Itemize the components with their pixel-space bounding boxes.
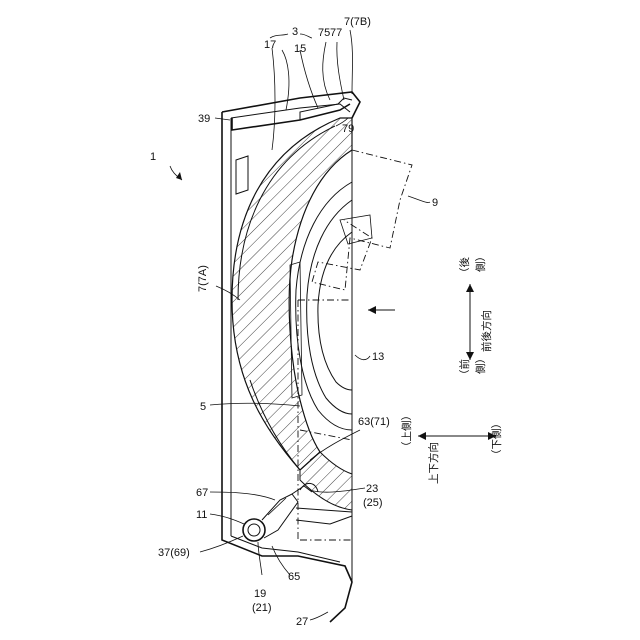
label-9: 9 xyxy=(432,197,438,209)
label-15: 15 xyxy=(294,43,306,55)
label-17: 17 xyxy=(264,39,276,51)
label-7a: 7(7A) xyxy=(197,265,209,292)
label-67: 67 xyxy=(196,487,208,499)
label-27: 27 xyxy=(296,616,308,628)
front-side-label-2: 側） xyxy=(474,353,487,374)
rear-side-label: （後 xyxy=(458,257,471,278)
front-side-label: （前 xyxy=(458,359,471,380)
label-11: 11 xyxy=(196,509,207,521)
label-23: 23 xyxy=(366,483,378,495)
hinge-assembly xyxy=(243,483,318,541)
light-direction-arrow xyxy=(368,306,395,314)
label-77: 77 xyxy=(330,27,342,39)
label-19: 19 xyxy=(254,588,266,600)
rear-side-label-2: 側） xyxy=(474,251,487,272)
label-37: 37(69) xyxy=(158,547,190,559)
label-19-sub: (21) xyxy=(252,602,272,614)
up-down-axis-label: 上下方向 xyxy=(427,442,440,484)
lens-7a xyxy=(232,118,352,470)
label-39: 39 xyxy=(198,113,210,125)
front-back-direction-legend: （後 側） 前後方向 （前 側） xyxy=(458,251,493,380)
label-7b: 7(7B) xyxy=(344,16,371,28)
label-23-sub: (25) xyxy=(363,497,383,509)
label-65: 65 xyxy=(288,571,300,583)
label-5: 5 xyxy=(200,401,206,413)
label-63: 63(71) xyxy=(358,416,390,428)
label-1: 1 xyxy=(150,151,156,163)
label-79: 79 xyxy=(342,123,354,135)
upper-side-label: （上側） xyxy=(400,410,413,452)
reference-numerals: 1 3 5 7(7A) 7(7B) 9 11 13 15 17 19 (21) … xyxy=(150,16,438,628)
label-3: 3 xyxy=(292,26,298,38)
lower-side-label: （下側） xyxy=(490,418,503,460)
front-back-axis-label: 前後方向 xyxy=(480,310,493,352)
label-75: 75 xyxy=(318,27,330,39)
label-13: 13 xyxy=(372,351,384,363)
up-down-direction-legend: （上側） 上下方向 （下側） xyxy=(400,410,503,484)
